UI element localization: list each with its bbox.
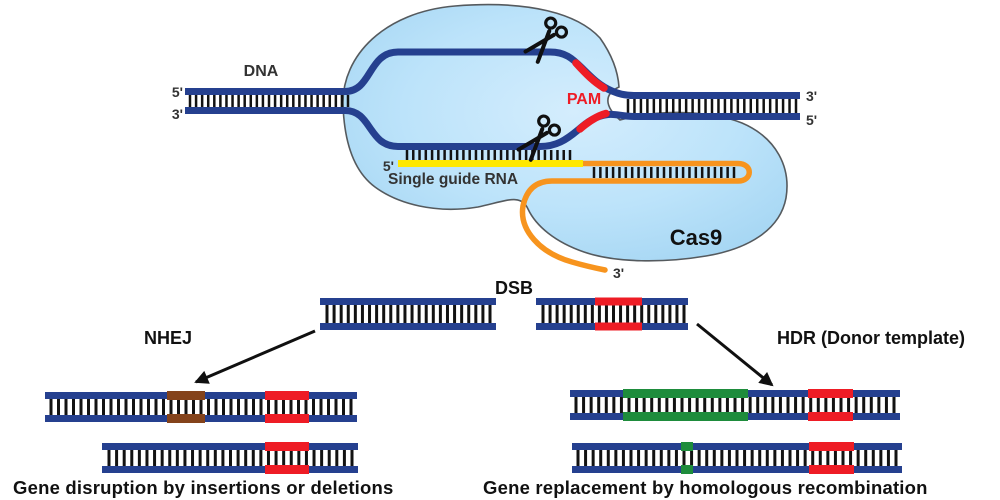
pam-top-segment	[572, 59, 608, 92]
dna-bottom-strand	[185, 107, 800, 150]
left-bottom-prime-label: 3'	[172, 106, 183, 122]
left-top-prime-label: 5'	[172, 84, 183, 100]
base-pair-ticks-dna-right	[626, 99, 798, 113]
hdr-label: HDR (Donor template)	[777, 328, 965, 348]
nhej-label: NHEJ	[144, 328, 192, 348]
nhej-result-strand-2	[102, 442, 358, 474]
sgrna-three-prime-label: 3'	[613, 265, 624, 281]
nhej-arrow	[194, 329, 316, 384]
hdr-arrow	[696, 322, 774, 387]
hdr-result-strand-1	[570, 389, 900, 421]
hdr-caption: Gene replacement by homologous recombina…	[483, 477, 928, 498]
scissors-icon-bottom	[516, 114, 562, 162]
nhej-caption: Gene disruption by insertions or deletio…	[13, 477, 394, 498]
base-pair-ticks-hdr-strand-1	[574, 397, 896, 413]
hdr-result-strand-2	[572, 442, 902, 474]
sgrna-orange-scaffold	[519, 160, 752, 273]
base-pair-ticks-nhej-strand-1	[49, 399, 353, 415]
base-pair-ticks-dsb-left	[325, 305, 492, 323]
dna-label: DNA	[244, 63, 279, 80]
base-pair-ticks-sgrna-hairpin	[592, 167, 736, 178]
pam-label: PAM	[567, 91, 601, 108]
sgrna-guide-segment	[398, 160, 583, 167]
right-bottom-prime-label: 5'	[806, 112, 817, 128]
base-pair-ticks-dna-left	[188, 95, 350, 107]
sgrna-five-prime-label: 5'	[383, 158, 394, 174]
cas9-label: Cas9	[670, 225, 723, 250]
base-pair-ticks-nhej-strand-2	[107, 450, 354, 466]
base-pair-ticks-target-sgrna	[405, 150, 572, 160]
dsb-right-fragment	[536, 297, 688, 331]
nhej-result-strand-1	[45, 391, 357, 423]
right-top-prime-label: 3'	[806, 88, 817, 104]
pam-bottom-segment	[576, 109, 610, 133]
scissors-icon-top	[523, 16, 569, 64]
dsb-left-fragment	[320, 298, 496, 330]
base-pair-ticks-dsb-right	[541, 305, 686, 323]
base-pair-ticks-hdr-strand-2	[576, 450, 898, 466]
base-pair-ticks	[49, 95, 898, 466]
cas9-protein-body	[342, 3, 788, 262]
dsb-label: DSB	[495, 278, 533, 298]
sgrna-label: Single guide RNA	[388, 171, 518, 188]
